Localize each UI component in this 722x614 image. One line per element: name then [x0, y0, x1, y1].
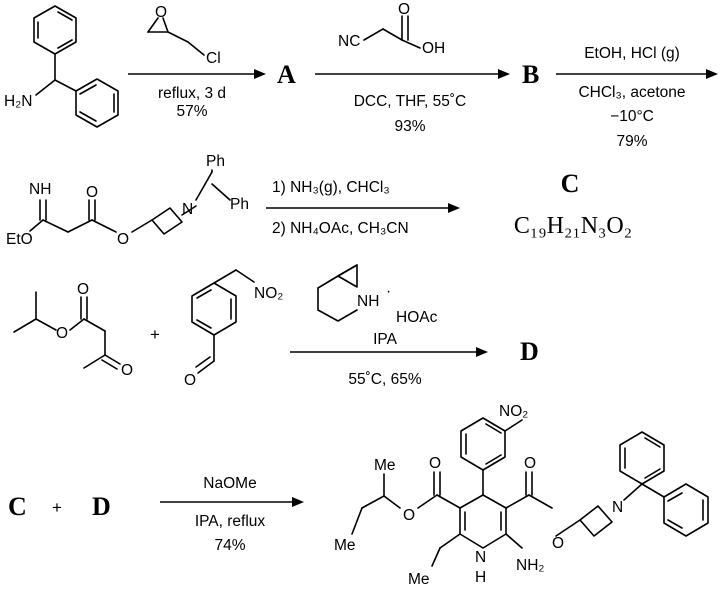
arrowhead-4 — [448, 203, 460, 213]
methyl-top-label: Me — [374, 457, 396, 474]
step2-yield: 93% — [394, 118, 425, 135]
product-c-label: C — [561, 169, 580, 198]
reactant-d-label: D — [92, 492, 111, 521]
right-carbonyl-o-label: O — [524, 455, 536, 472]
step3-yield: 79% — [616, 133, 647, 150]
aldehyde-o-label: O — [184, 372, 196, 389]
carbonyl-o-label: O — [398, 1, 410, 18]
ring-methyl-label: Me — [408, 571, 430, 588]
salt-dot: · — [386, 283, 391, 300]
right-ester-o-label: O — [552, 535, 564, 552]
phenyl-2-label: Ph — [230, 196, 249, 213]
ketone-o-label: O — [121, 362, 133, 379]
methyl-left-label: Me — [334, 537, 356, 554]
epoxide-o-label: O — [155, 4, 167, 21]
product-d-label: D — [520, 337, 539, 366]
cyanoacetic-acid-structure: NC O OH — [338, 1, 445, 57]
azetidine-n-label: N — [182, 201, 193, 218]
piperidine-nh-label: NH — [357, 293, 379, 310]
step5-conditions: 55˚C, 65% — [348, 371, 421, 388]
arrowhead-5 — [476, 347, 488, 357]
isopropyl-acetoacetate-structure: O O O — [13, 281, 133, 379]
step3-solvent: CHCl₃, acetone — [578, 84, 685, 101]
product-b-label: B — [522, 60, 539, 89]
imidate-ester-structure: NH EtO O O N Ph Ph — [6, 153, 249, 248]
amine-label: H₂N — [4, 93, 32, 110]
reactant-c-label: C — [8, 492, 27, 521]
step4-condition-1: 1) NH₃(g), CHCl₃ — [272, 179, 390, 196]
step1-yield: 57% — [176, 103, 207, 120]
nitrobenzaldehyde-structure: NO₂ O — [184, 269, 283, 389]
plus-sign-1: + — [150, 325, 160, 344]
step2-conditions: DCC, THF, 55˚C — [354, 93, 467, 110]
imine-nh-label: NH — [29, 181, 51, 198]
acetic-acid-label: HOAc — [396, 309, 438, 326]
step1-conditions: reflux, 3 d — [158, 85, 226, 102]
ester-carbonyl-o-label: O — [86, 184, 98, 201]
left-carbonyl-o-label: O — [429, 455, 441, 472]
product-c-formula: C₁₉H₂₁N₃O₂ — [514, 213, 632, 239]
step6-conditions: IPA, reflux — [195, 513, 266, 530]
ester-carbonyl-o-label: O — [77, 281, 89, 298]
nitro-label: NO₂ — [254, 285, 283, 302]
plus-sign-2: + — [52, 498, 62, 517]
acid-oh-label: OH — [422, 40, 445, 57]
final-nitro-label: NO₂ — [499, 403, 528, 420]
epichlorohydrin-structure: O Cl — [147, 4, 221, 67]
step4-condition-2: 2) NH₄OAc, CH₃CN — [272, 220, 409, 237]
arrowhead-6 — [292, 497, 304, 507]
phenyl-1-label: Ph — [206, 153, 225, 170]
step5-solvent: IPA — [373, 331, 397, 348]
nitrile-label: NC — [338, 33, 360, 50]
chloride-label: Cl — [206, 50, 221, 67]
amino-label: NH₂ — [516, 557, 544, 574]
step3-conditions-top: EtOH, HCl (g) — [584, 45, 680, 62]
step6-yield: 74% — [214, 537, 245, 554]
arrowhead-2 — [498, 69, 510, 79]
ester-o-label: O — [117, 231, 129, 248]
benzhydrylamine-structure: H₂N — [4, 5, 119, 128]
piperidine-acetate-structure: NH · HOAc — [317, 264, 438, 326]
step6-reagent: NaOMe — [203, 475, 256, 492]
ring-nh-n-label: N — [475, 549, 486, 566]
product-a-label: A — [277, 60, 296, 89]
step3-temperature: −10°C — [610, 108, 654, 125]
ester-o-label: O — [56, 325, 68, 342]
left-ester-o-label: O — [403, 507, 415, 524]
final-azetidine-n-label: N — [612, 499, 623, 516]
ethoxy-label: EtO — [6, 231, 33, 248]
arrowhead-3 — [706, 69, 718, 79]
ring-nh-h-label: H — [475, 569, 486, 586]
arrowhead-1 — [254, 69, 266, 79]
final-product-structure: N H NO₂ O O Me Me Me O O N — [334, 403, 709, 588]
